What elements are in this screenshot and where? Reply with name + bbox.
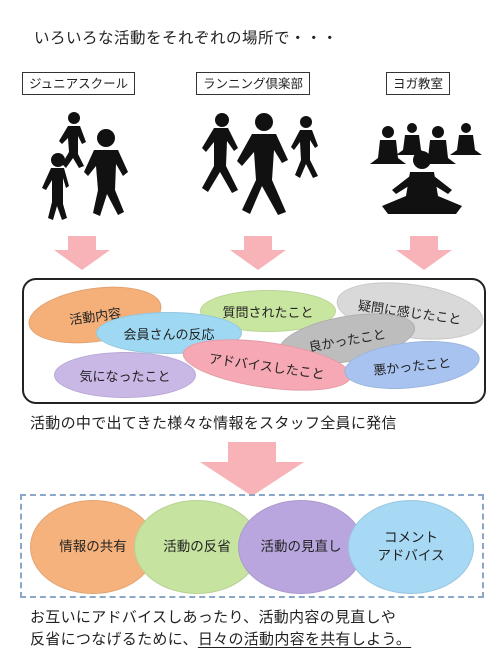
conclusion-line-2: 反省につなげるために、日々の活動内容を共有しよう。 bbox=[30, 628, 411, 650]
runners-silhouette bbox=[202, 113, 318, 215]
conclusion-line-1: お互いにアドバイスしあったり、活動内容の見直しや bbox=[30, 608, 397, 626]
topic-concerns: 気になったこと bbox=[54, 352, 196, 398]
down-arrow-2-icon bbox=[230, 236, 286, 270]
topic-member-reaction: 会員さんの反応 bbox=[96, 312, 242, 354]
topics-frame: 活動内容 質問されたこと 疑問に感じたこと 会員さんの反応 良かったこと アドバ… bbox=[22, 273, 488, 404]
outcomes-frame: 情報の共有 活動の反省 活動の見直し コメント アドバイス bbox=[20, 494, 484, 598]
conclusion-line-2-underlined: 日々の活動内容を共有しよう。 bbox=[197, 630, 412, 648]
label-running-club: ランニング倶楽部 bbox=[196, 72, 311, 95]
outcome-review: 活動の見直し bbox=[238, 500, 364, 594]
label-yoga-class: ヨガ教室 bbox=[386, 72, 451, 95]
yoga-silhouette bbox=[370, 123, 482, 214]
outcome-comment-advice: コメント アドバイス bbox=[348, 500, 474, 594]
down-arrow-3-icon bbox=[396, 236, 452, 270]
share-message: 活動の中で出てきた様々な情報をスタッフ全員に発信 bbox=[30, 414, 397, 432]
conclusion-line-2-plain: 反省につなげるために、 bbox=[30, 630, 198, 648]
kids-running-silhouette bbox=[42, 112, 128, 220]
label-junior-school: ジュニアスクール bbox=[22, 72, 136, 95]
big-down-arrow-icon bbox=[200, 442, 304, 496]
outcome-reflection: 活動の反省 bbox=[134, 500, 260, 594]
conclusion-message: お互いにアドバイスしあったり、活動内容の見直しや 反省につなげるために、日々の活… bbox=[30, 606, 411, 650]
down-arrow-1-icon bbox=[54, 236, 110, 270]
page-title: いろいろな活動をそれぞれの場所で・・・ bbox=[34, 29, 339, 47]
